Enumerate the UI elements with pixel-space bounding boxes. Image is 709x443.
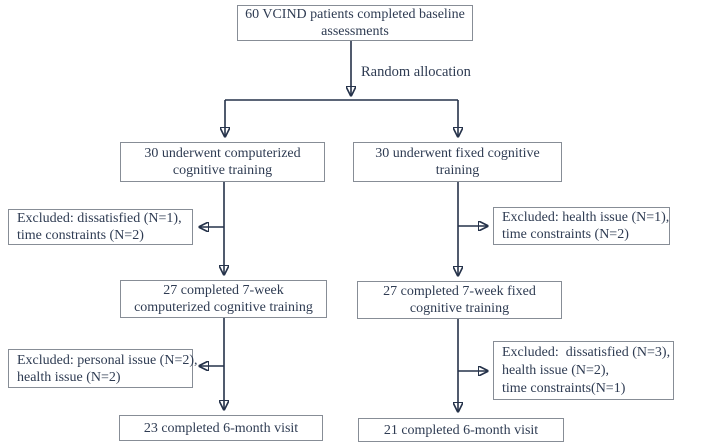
node-right-exclusion-2-line2: health issue (N=2), [502,362,610,378]
node-baseline: 60 VCIND patients completed baseline ass… [237,5,473,41]
node-right-exclusion-2: Excluded: dissatisfied (N=3), health iss… [493,341,674,400]
node-right-branch-line1: 30 underwent fixed cognitive [375,146,540,161]
node-left-branch-line1: 30 underwent computerized [144,146,301,161]
node-right-exclusion-2-line3: time constraints(N=1) [502,380,626,396]
node-left-branch-line2: cognitive training [172,163,273,178]
node-left-exclusion-2-line2: health issue (N=2) [17,369,121,385]
node-left-mid: 27 completed 7-week computerized cogniti… [120,280,327,318]
node-right-mid-line1: 27 completed 7-week fixed [383,284,536,299]
node-left-mid-line2: computerized cognitive training [134,300,313,315]
node-left-branch: 30 underwent computerized cognitive trai… [120,142,325,182]
node-right-final: 21 completed 6-month visit [358,418,564,442]
node-baseline-line1: 60 VCIND patients completed baseline [245,7,465,22]
node-left-exclusion-1-line1: Excluded: dissatisfied (N=1), [17,211,182,226]
node-left-final-line1: 23 completed 6-month visit [143,420,299,436]
node-left-exclusion-1: Excluded: dissatisfied (N=1), time const… [8,209,193,245]
random-allocation-label: Random allocation [361,64,471,80]
node-right-exclusion-1: Excluded: health issue (N=1), time const… [493,207,670,245]
node-right-branch: 30 underwent fixed cognitive training [353,142,562,182]
node-right-mid: 27 completed 7-week fixed cognitive trai… [357,281,562,319]
node-left-final: 23 completed 6-month visit [119,415,323,441]
node-left-mid-line1: 27 completed 7-week [163,283,284,298]
node-right-exclusion-1-line1: Excluded: health issue (N=1), [502,210,670,225]
node-left-exclusion-1-line2: time constraints (N=2) [17,228,144,243]
node-right-branch-line2: training [435,163,480,178]
node-right-final-line1: 21 completed 6-month visit [383,422,539,438]
node-baseline-line2: assessments [321,24,389,39]
node-left-exclusion-2-line1: Excluded: personal issue (N=2), [17,352,198,368]
node-right-exclusion-2-line1: Excluded: dissatisfied (N=3), [502,344,671,360]
node-left-exclusion-2: Excluded: personal issue (N=2), health i… [8,349,198,388]
node-right-exclusion-1-line2: time constraints (N=2) [502,227,629,242]
node-right-mid-line2: cognitive training [409,301,510,316]
